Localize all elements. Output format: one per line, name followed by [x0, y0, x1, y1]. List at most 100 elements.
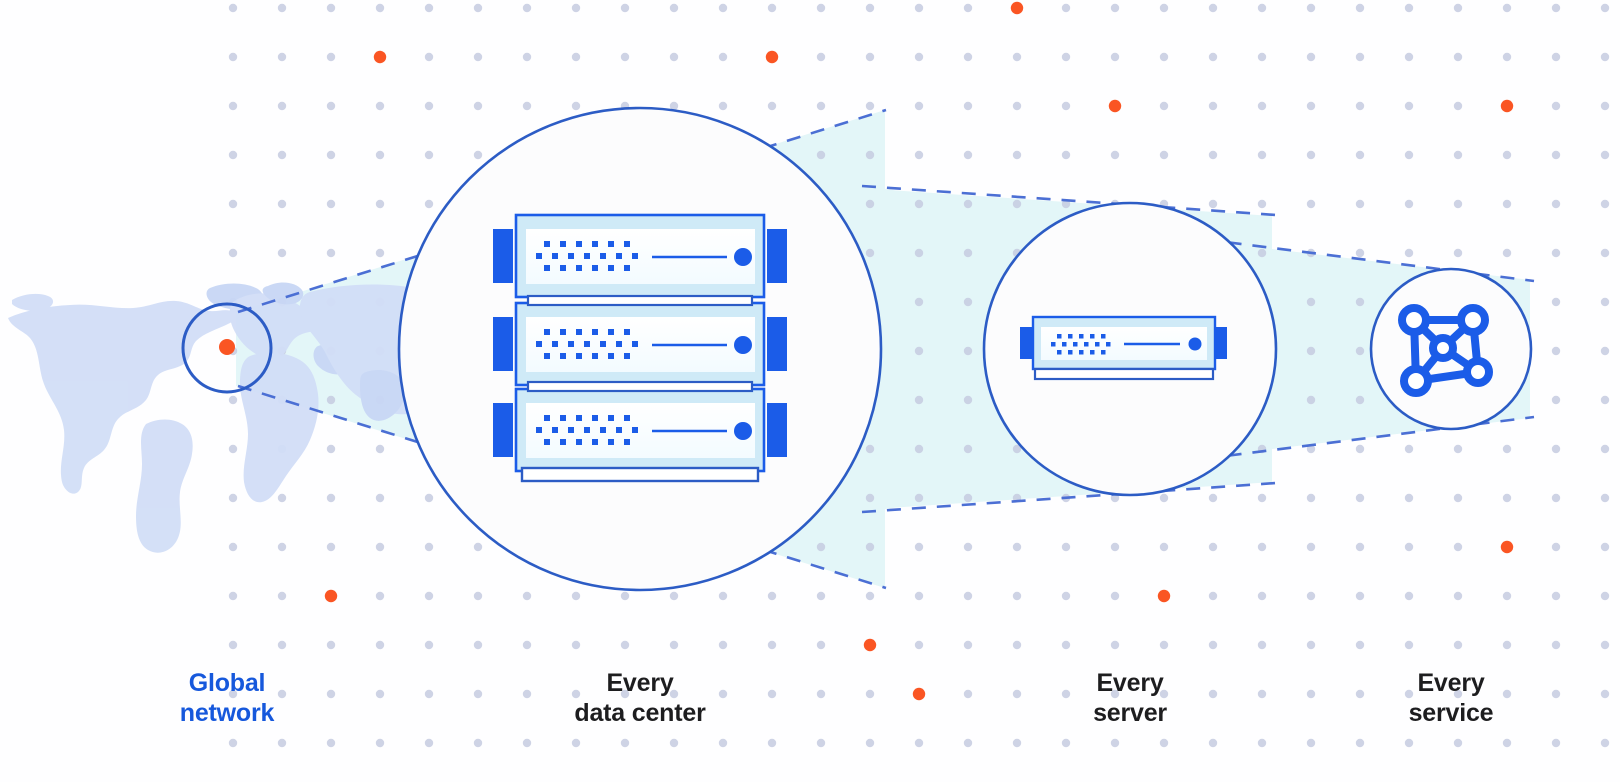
- grid-dot: [473, 101, 483, 111]
- rack-unit-2: [493, 301, 787, 387]
- grid-dot: [326, 493, 336, 503]
- grid-dot: [277, 150, 287, 160]
- grid-dot: [620, 689, 630, 699]
- grid-dot: [1159, 542, 1169, 552]
- grid-dot: [914, 493, 924, 503]
- single-server-base: [1033, 367, 1215, 381]
- grid-dot: [277, 640, 287, 650]
- grid-dot: [522, 101, 532, 111]
- grid-dot: [277, 248, 287, 258]
- cone-band-fill: [880, 188, 1010, 510]
- grid-dot: [963, 346, 973, 356]
- grid-dot: [914, 52, 924, 62]
- grid-dot: [1551, 3, 1561, 13]
- grid-dot: [522, 640, 532, 650]
- grid-dot: [1551, 150, 1561, 160]
- grid-dot: [963, 297, 973, 307]
- grid-dot: [1061, 199, 1071, 209]
- grid-dot: [1404, 493, 1414, 503]
- grid-dot: [1257, 738, 1267, 748]
- stage-server[interactable]: [982, 201, 1278, 497]
- grid-dot: [1600, 640, 1610, 650]
- grid-dot: [718, 101, 728, 111]
- grid-dot: [522, 738, 532, 748]
- label-service-line1: Every: [1417, 669, 1485, 697]
- grid-dot: [326, 248, 336, 258]
- dashed-line-datacenter-top: [861, 184, 1277, 217]
- grid-dot: [1600, 3, 1610, 13]
- grid-dot: [1600, 444, 1610, 454]
- grid-dot: [620, 738, 630, 748]
- grid-dot: [963, 3, 973, 13]
- grid-dot: [375, 248, 385, 258]
- grid-dot: [1012, 52, 1022, 62]
- grid-dot: [375, 542, 385, 552]
- grid-dot: [1502, 199, 1512, 209]
- grid-dot: [1355, 346, 1365, 356]
- grid-dot: [1257, 52, 1267, 62]
- grid-dot: [914, 3, 924, 13]
- stage-global-network[interactable]: [181, 302, 273, 394]
- grid-dot: [1061, 640, 1071, 650]
- grid-dot: [1012, 101, 1022, 111]
- grid-dot: [424, 199, 434, 209]
- grid-dot: [1012, 738, 1022, 748]
- grid-dot: [865, 101, 875, 111]
- grid-dot: [1551, 738, 1561, 748]
- grid-dot: [669, 640, 679, 650]
- grid-dot: [571, 101, 581, 111]
- grid-dot: [1257, 101, 1267, 111]
- grid-dot: [1208, 3, 1218, 13]
- grid-dot: [1355, 444, 1365, 454]
- grid-dot: [767, 101, 777, 111]
- grid-dot: [1061, 150, 1071, 160]
- grid-dot: [326, 640, 336, 650]
- grid-dot: [228, 3, 238, 13]
- grid-dot: [424, 493, 434, 503]
- grid-dot: [228, 199, 238, 209]
- grid-dot: [1061, 52, 1071, 62]
- grid-dot: [1453, 199, 1463, 209]
- grid-dot: [914, 738, 924, 748]
- grid-dot: [669, 738, 679, 748]
- grid-dot: [277, 493, 287, 503]
- grid-dot: [424, 738, 434, 748]
- grid-dot: [1453, 640, 1463, 650]
- global-network-circle: [181, 302, 273, 394]
- grid-dot: [375, 689, 385, 699]
- grid-dot: [1306, 493, 1316, 503]
- grid-dot: [473, 52, 483, 62]
- grid-dot: [1061, 689, 1071, 699]
- grid-dot: [1012, 640, 1022, 650]
- grid-dot: [865, 493, 875, 503]
- grid-dot: [1355, 493, 1365, 503]
- label-data-center-line2: data center: [574, 699, 706, 727]
- grid-dot: [1257, 689, 1267, 699]
- grid-dot: [963, 248, 973, 258]
- grid-dot: [767, 3, 777, 13]
- grid-dot: [1355, 591, 1365, 601]
- stage-data-center[interactable]: [397, 106, 883, 592]
- stage-service[interactable]: [1369, 267, 1533, 431]
- rack-spine-2: [526, 380, 754, 393]
- grid-dot: [1012, 591, 1022, 601]
- grid-dot: [1208, 199, 1218, 209]
- grid-dot: [1208, 101, 1218, 111]
- grid-dot: [1110, 3, 1120, 13]
- grid-dot: [816, 591, 826, 601]
- grid-dot: [1208, 542, 1218, 552]
- grid-dot: [277, 52, 287, 62]
- grid-dot: [963, 640, 973, 650]
- grid-dot: [1159, 493, 1169, 503]
- grid-dot: [914, 199, 924, 209]
- grid-dot: [620, 3, 630, 13]
- grid-dot: [228, 52, 238, 62]
- grid-dot: [1257, 493, 1267, 503]
- grid-dot: [1551, 52, 1561, 62]
- grid-dot: [277, 199, 287, 209]
- grid-dot: [1355, 101, 1365, 111]
- rack-spine-1: [526, 294, 754, 307]
- rack-unit-1: [493, 213, 787, 299]
- grid-dot: [1600, 591, 1610, 601]
